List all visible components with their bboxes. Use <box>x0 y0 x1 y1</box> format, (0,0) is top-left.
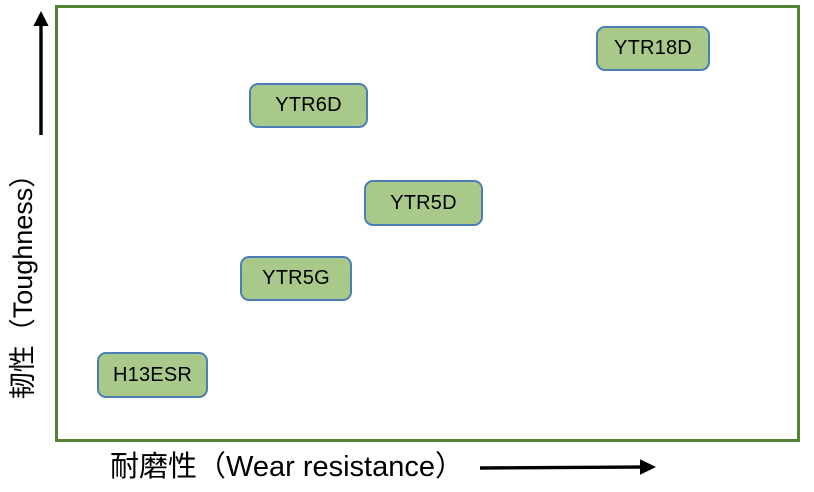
right-arrow-icon <box>479 459 656 475</box>
material-box-label: YTR18D <box>614 37 692 59</box>
material-box-label: YTR5D <box>390 191 457 214</box>
x-axis-label: 耐磨性（Wear resistance） <box>110 444 810 490</box>
y-axis-arrow <box>28 8 54 136</box>
material-box-ytr5g[interactable]: YTR5G <box>240 256 352 301</box>
up-arrow-icon <box>33 11 49 135</box>
material-box-ytr5d[interactable]: YTR5D <box>364 180 483 226</box>
y-axis-label: 韧性（Toughness） <box>0 140 46 420</box>
y-axis-label-text: 韧性（Toughness） <box>7 160 38 400</box>
material-box-label: H13ESR <box>112 363 192 386</box>
material-box-ytr6d[interactable]: YTR6D <box>249 83 368 128</box>
material-box-label: YTR6D <box>275 94 342 116</box>
x-axis-label-text: 耐磨性（Wear resistance） <box>110 450 464 483</box>
material-box-h13esr[interactable]: H13ESR <box>97 352 208 398</box>
material-box-ytr18d[interactable]: YTR18D <box>596 26 710 71</box>
material-box-label: YTR5G <box>262 267 330 289</box>
